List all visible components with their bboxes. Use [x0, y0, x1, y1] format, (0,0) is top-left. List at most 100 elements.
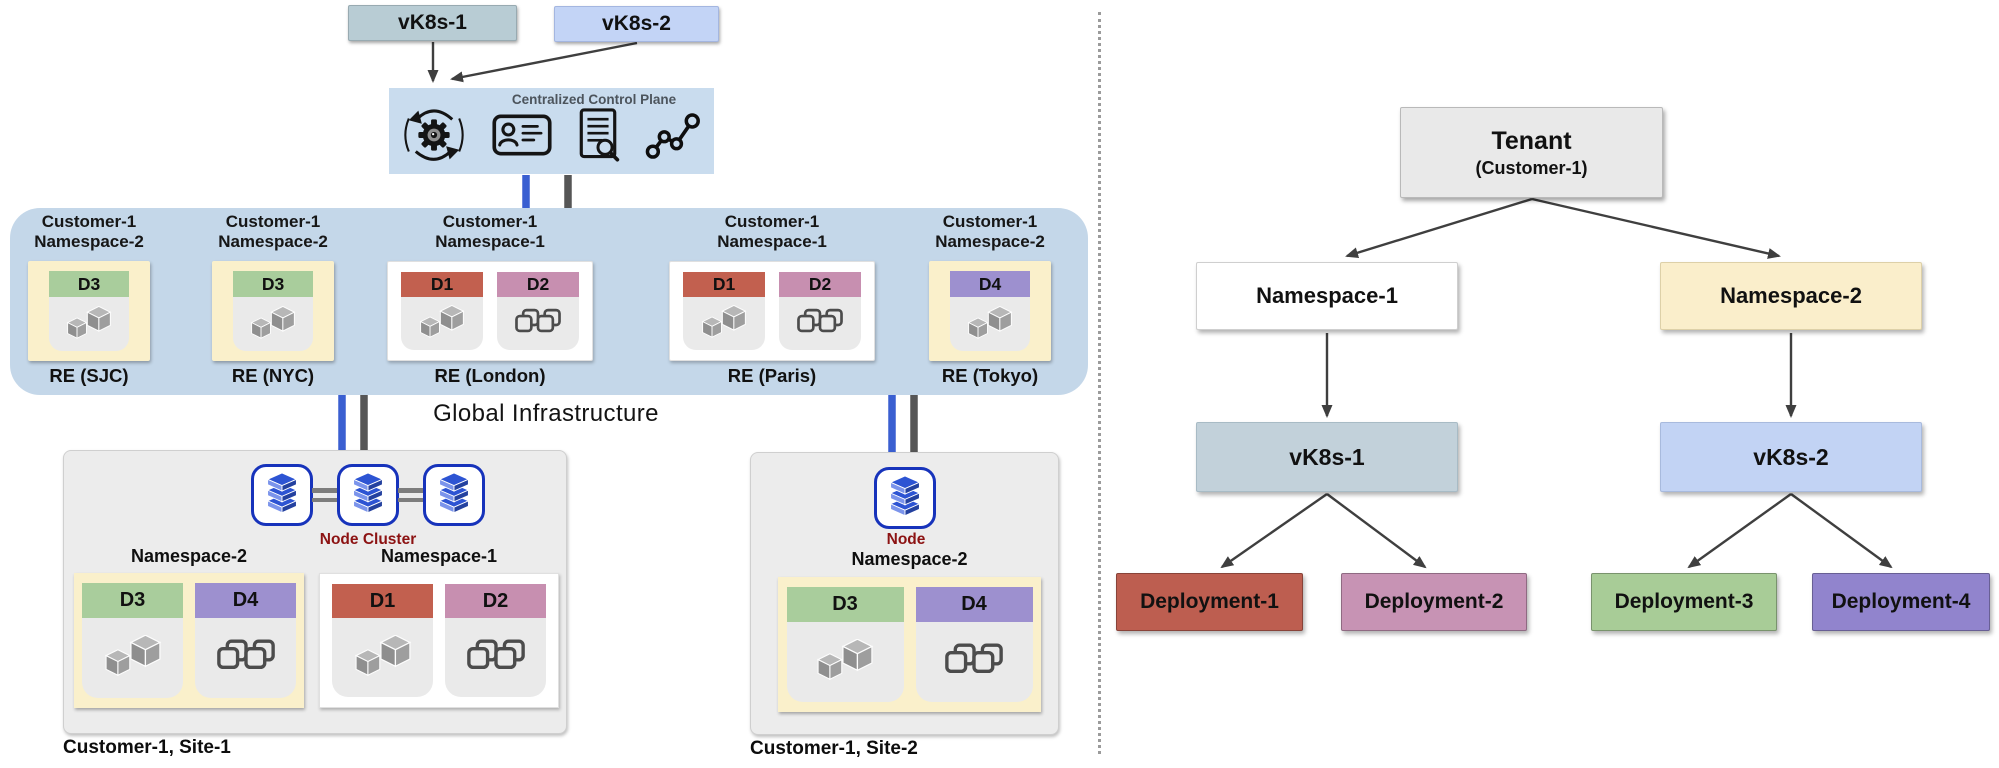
deployment-panel: D2	[779, 272, 861, 350]
namespace-label: Namespace-1	[435, 232, 545, 251]
deployment-id: D3	[49, 271, 129, 297]
re-location-label: RE (Paris)	[727, 365, 817, 386]
deployment-panel: D4	[950, 271, 1030, 351]
tree-vk8s-2: vK8s-2	[1660, 422, 1922, 492]
re-location-label: RE (SJC)	[49, 365, 129, 386]
re-card: D1 D2	[669, 261, 875, 361]
re-card: D3	[28, 261, 150, 361]
tree-namespace-1: Namespace-1	[1196, 262, 1458, 330]
namespace-2-label: Namespace-2	[851, 549, 968, 569]
deployment-panel: D4	[915, 587, 1033, 702]
re-location-label: RE (NYC)	[231, 365, 315, 386]
deployment-panel: D1	[332, 584, 433, 697]
re-namespace-label: Customer-1 Namespace-2	[34, 212, 144, 252]
re-group-paris: Customer-1 Namespace-1 D1 D2 RE (Paris)	[662, 212, 882, 387]
namespace-label: Namespace-2	[935, 232, 1045, 251]
customer-label: Customer-1	[942, 212, 1038, 231]
replicas-copies-icon	[195, 618, 296, 698]
re-group-tokyo: Customer-1 Namespace-2 D4 RE (Tokyo)	[910, 212, 1070, 387]
pods-cubes-icon	[950, 297, 1030, 351]
re-card: D1 D2	[387, 261, 593, 361]
global-infrastructure-caption: Global Infrastructure	[433, 400, 659, 427]
vk8s-2-chip: vK8s-2	[554, 6, 719, 42]
customer-site-2: Node Namespace-2 D3 D4	[750, 452, 1059, 735]
deployment-id: D3	[233, 271, 313, 297]
deployment-id: D4	[950, 271, 1030, 297]
node-label: Node	[886, 531, 926, 548]
deployment-id: D1	[332, 584, 433, 619]
deployment-id: D1	[683, 272, 765, 298]
tree-deployment-2: Deployment-2	[1341, 573, 1527, 631]
node-cluster	[251, 464, 485, 526]
customer-label: Customer-1	[41, 212, 137, 231]
namespace-label: Namespace-1	[717, 232, 827, 251]
replicas-copies-icon	[497, 297, 579, 350]
vk8s-1-chip: vK8s-1	[348, 5, 517, 41]
namespace-2-card: D3 D4	[74, 573, 304, 708]
pods-cubes-icon	[786, 622, 904, 702]
tenant-subtitle: (Customer-1)	[1475, 157, 1588, 178]
tenant-title: Tenant	[1491, 126, 1572, 155]
namespace-label: Namespace-2	[218, 232, 328, 251]
tenant-box: Tenant (Customer-1)	[1400, 107, 1663, 198]
tree-deployment-4: Deployment-4	[1812, 573, 1990, 631]
re-group-nyc: Customer-1 Namespace-2 D3 RE (NYC)	[193, 212, 353, 387]
customer-site-1: Node Cluster Namespace-2 Namespace-1 D3 …	[63, 450, 567, 734]
re-card: D3	[212, 261, 334, 361]
re-namespace-label: Customer-1 Namespace-1	[435, 212, 545, 252]
deployment-panel: D2	[497, 272, 579, 350]
id-card-icon	[492, 114, 552, 156]
namespace-1-card: D1 D2	[319, 573, 559, 708]
node-stack-icon	[251, 464, 313, 526]
deployment-id: D4	[195, 583, 296, 618]
pods-cubes-icon	[49, 297, 129, 351]
re-location-label: RE (London)	[434, 365, 546, 386]
deployment-panel: D1	[401, 272, 483, 350]
deployment-id: D3	[786, 587, 904, 622]
re-namespace-label: Customer-1 Namespace-1	[717, 212, 827, 252]
deployment-panel: D3	[49, 271, 129, 351]
namespace-2-card: D3 D4	[778, 577, 1041, 712]
deployment-id: D2	[445, 584, 546, 619]
replicas-copies-icon	[779, 297, 861, 350]
customer-label: Customer-1	[442, 212, 538, 231]
tree-deployment-1: Deployment-1	[1116, 573, 1303, 631]
re-namespace-label: Customer-1 Namespace-2	[218, 212, 328, 252]
customer-label: Customer-1	[225, 212, 321, 231]
centralized-control-plane: Centralized Control Plane	[389, 88, 714, 174]
node-cluster-label: Node Cluster	[319, 531, 417, 548]
re-location-label: RE (Tokyo)	[941, 365, 1039, 386]
deployment-panel: D3	[786, 587, 904, 702]
re-group-sjc: Customer-1 Namespace-2 D3 RE (SJC)	[9, 212, 169, 387]
sync-gear-icon	[401, 107, 467, 163]
site-2-caption: Customer-1, Site-2	[750, 738, 918, 759]
node-link	[312, 488, 338, 502]
customer-label: Customer-1	[724, 212, 820, 231]
node-link	[398, 488, 424, 502]
replicas-copies-icon	[915, 622, 1033, 702]
deployment-panel: D1	[683, 272, 765, 350]
re-namespace-label: Customer-1 Namespace-2	[935, 212, 1045, 252]
deployment-id: D2	[779, 272, 861, 298]
deployment-panel: D3	[233, 271, 313, 351]
node-stack-icon	[337, 464, 399, 526]
deployment-panel: D3	[82, 583, 183, 698]
pods-cubes-icon	[82, 618, 183, 698]
analytics-graph-icon	[645, 109, 701, 161]
deployment-id: D2	[497, 272, 579, 298]
node-stack-icon	[874, 467, 936, 529]
deployment-panel: D4	[195, 583, 296, 698]
deployment-id: D3	[82, 583, 183, 618]
tree-deployment-3: Deployment-3	[1591, 573, 1777, 631]
section-divider	[1098, 12, 1101, 754]
pods-cubes-icon	[683, 297, 765, 350]
namespace-2-label: Namespace-2	[130, 546, 248, 566]
namespace-1-label: Namespace-1	[380, 546, 498, 566]
tree-vk8s-1: vK8s-1	[1196, 422, 1458, 492]
replicas-copies-icon	[445, 618, 546, 697]
node-stack-icon	[423, 464, 485, 526]
deployment-panel: D2	[445, 584, 546, 697]
re-card: D4	[929, 261, 1051, 361]
